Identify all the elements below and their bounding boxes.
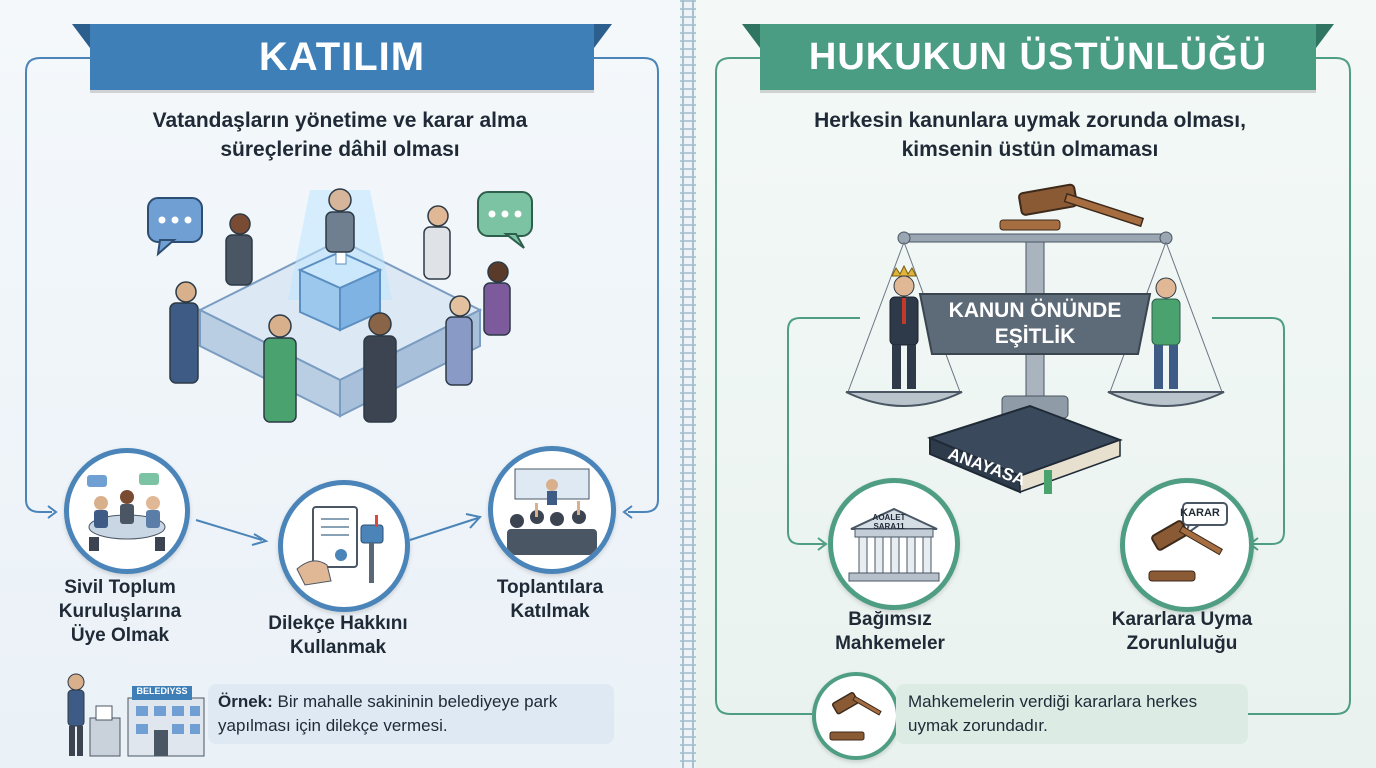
petition-document-icon <box>296 506 384 586</box>
ngo-membership-label: Sivil Toplum Kuruluşlarına Üye Olmak <box>58 577 182 646</box>
panel-divider <box>680 0 696 768</box>
meeting-table-icon <box>87 473 166 551</box>
citizen-at-municipality-illustration <box>67 673 205 757</box>
gavel-icon <box>829 691 882 741</box>
courthouse-sign: AOALET SARA11 <box>872 513 906 531</box>
municipality-sign: BELEDIYSS <box>136 686 188 696</box>
attend-meetings-label: Toplantılara Katılmak <box>496 577 604 622</box>
ngo-meeting-circle <box>64 448 190 574</box>
obligation-to-comply-label: Kararlara Uyma Zorunluluğu <box>1111 609 1253 654</box>
independent-courts-circle <box>828 478 960 610</box>
example-label: Örnek: <box>218 692 273 711</box>
rule-of-law-title-banner: HUKUKUN ÜSTÜNLÜĞÜ <box>742 24 1334 90</box>
meeting-attendance-circle <box>488 446 616 574</box>
rule-of-law-note-text: Mahkemelerin verdiği kararlara herkes uy… <box>908 692 1198 735</box>
decision-bubble-text: KARAR <box>1180 507 1220 519</box>
scales-of-justice-illustration <box>845 183 1225 494</box>
rule-of-law-definition: Herkesin kanunlara uymak zorunda olması,… <box>814 109 1246 161</box>
participation-definition: Vatandaşların yönetime ve karar alma sür… <box>152 109 528 161</box>
speech-bubble-icon <box>147 197 203 257</box>
compliance-circle <box>1120 478 1254 612</box>
participation-title-banner: KATILIM <box>72 24 612 90</box>
audience-icon <box>507 468 597 555</box>
gavel-icon <box>1148 502 1228 582</box>
participation-example-box: Örnek: Bir mahalle sakininin belediyeye … <box>208 684 614 744</box>
participation-title: KATILIM <box>258 34 426 79</box>
courthouse-icon <box>848 507 940 582</box>
rule-of-law-title: HUKUKUN ÜSTÜNLÜĞÜ <box>808 35 1268 78</box>
bottom-gavel-circle <box>812 672 900 760</box>
petition-right-label: Dilekçe Hakkını Kullanmak <box>268 613 408 658</box>
equality-before-law-banner: KANUN ÖNÜNDE EŞİTLİK <box>948 299 1122 348</box>
rule-of-law-note-box: Mahkemelerin verdiği kararlara herkes uy… <box>896 684 1248 744</box>
speech-bubble-icon <box>477 191 533 249</box>
example-text: Bir mahalle sakininin belediyeye park ya… <box>218 692 558 735</box>
independent-courts-label: Bağımsız Mahkemeler <box>835 609 945 654</box>
citizens-around-ballot-illustration <box>169 188 511 423</box>
petition-circle <box>278 480 410 612</box>
